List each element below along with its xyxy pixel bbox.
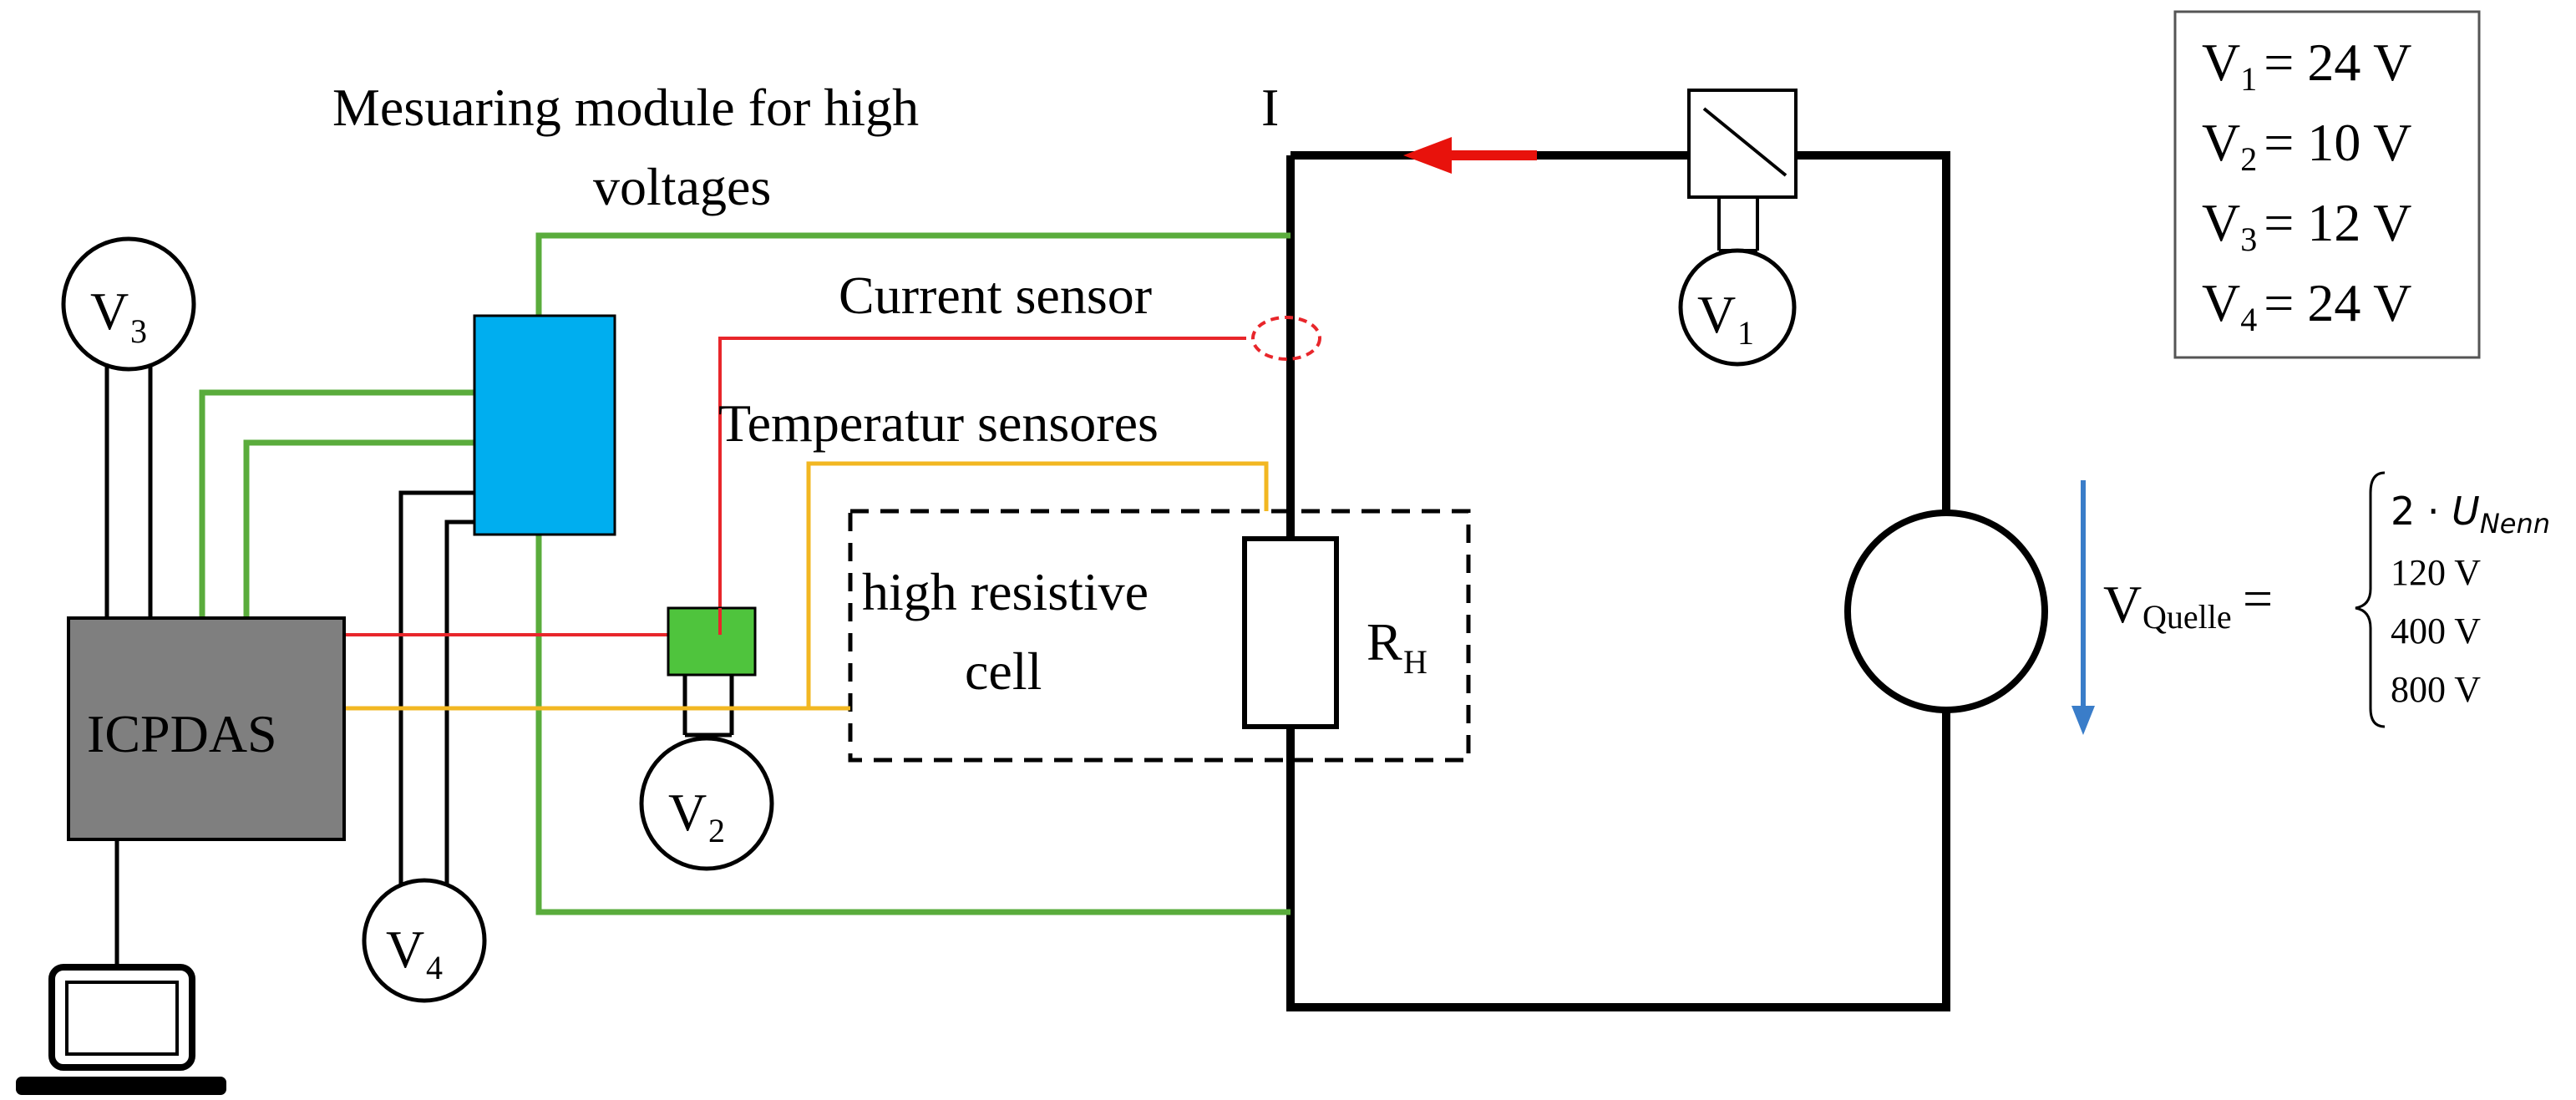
yellow-wires <box>344 461 1269 711</box>
legend-entries: V1= 24 V V2= 10 V V3= 12 V V4= 24 V <box>2202 33 2411 338</box>
source-option-1: 2 · UNenn <box>2391 489 2550 540</box>
resistor-label-main: R <box>1367 612 1402 672</box>
v2-subscript: 2 <box>708 812 725 849</box>
cell-label-line2: cell <box>965 641 1042 701</box>
legend-v2: V2= 10 V <box>2202 113 2411 178</box>
current-sensor-label: Current sensor <box>839 266 1152 325</box>
v4-letter: V <box>386 920 424 979</box>
legend-box <box>2173 10 2481 359</box>
relay-switch <box>1687 89 1798 252</box>
legend-v1: V1= 24 V <box>2202 33 2411 98</box>
v3-letter: V <box>90 281 129 341</box>
laptop-icon <box>16 964 226 1095</box>
cell-label-line1: high resistive <box>862 562 1149 621</box>
high-resistive-cell-box <box>848 509 1471 763</box>
icpdas-box <box>67 616 346 841</box>
source-option-2: 120 V <box>2391 552 2481 593</box>
v2-letter: V <box>668 783 707 842</box>
red-wires <box>344 337 1246 636</box>
source-label-main: V <box>2103 575 2142 634</box>
main-circuit <box>1286 151 1950 1011</box>
v3-subscript: 3 <box>130 312 147 350</box>
module-title-line1: Mesuaring module for high <box>332 78 919 137</box>
current-label: I <box>1261 78 1279 137</box>
source-equals: = <box>2243 569 2273 628</box>
legend-v4: V4= 24 V <box>2202 273 2411 338</box>
current-sensor-ring <box>1251 316 1321 361</box>
source-label-sub: Quelle <box>2142 598 2232 636</box>
resistor-rh: R H <box>1242 536 1427 729</box>
v1-subscript: 1 <box>1737 314 1754 352</box>
voltage-source <box>1844 509 2048 713</box>
source-brace <box>2355 471 2386 728</box>
measuring-module-box <box>473 314 616 536</box>
source-option-3: 400 V <box>2391 611 2481 651</box>
source-label: V Quelle = 2 · UNenn 120 V 400 V 800 V <box>2103 471 2550 728</box>
v1-letter: V <box>1697 285 1736 344</box>
source-option-4: 800 V <box>2391 669 2481 710</box>
green-wires <box>199 232 1291 915</box>
legend-v3: V3= 12 V <box>2202 193 2411 258</box>
current-sensor-module <box>667 606 757 677</box>
voltmeter-v3: V 3 <box>61 236 196 618</box>
source-voltage-arrow <box>2071 480 2095 735</box>
current-arrow <box>1403 137 1537 174</box>
voltmeter-v4: V 4 <box>362 878 487 1003</box>
voltmeter-v1: V 1 <box>1678 248 1797 367</box>
circuit-wire-loop <box>1286 151 1950 1011</box>
voltmeter-v2: V 2 <box>639 736 774 871</box>
temperature-sensors-label: Temperatur sensores <box>718 393 1159 453</box>
resistor-label-sub: H <box>1403 643 1427 681</box>
v4-subscript: 4 <box>426 949 443 986</box>
v4-leads <box>398 490 474 885</box>
module-title-line2: voltages <box>593 157 771 216</box>
icpdas-label: ICPDAS <box>87 704 277 763</box>
v2-leads <box>682 675 734 738</box>
